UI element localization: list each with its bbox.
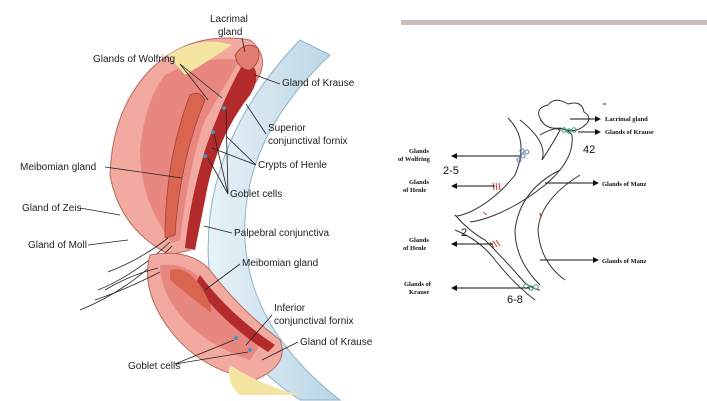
- krause-glands-top-marks: [561, 127, 577, 134]
- rlabel-glands-of-wolfring-line2: of Wolfring: [398, 156, 431, 163]
- label-crypts-of-henle: Crypts of Henle: [258, 160, 327, 171]
- schematic-diagram: [451, 99, 606, 301]
- label-inferior-fornix-line2: conjunctival fornix: [274, 316, 353, 327]
- header-bar: [401, 20, 707, 25]
- label-glands-of-wolfring: Glands of Wolfring: [93, 54, 175, 65]
- eyelid-illustration: [79, 37, 342, 401]
- count-krause-top: 42: [583, 144, 595, 156]
- label-superior-fornix-line1: Superior: [268, 123, 306, 134]
- manz-mark: [539, 212, 542, 219]
- rlabel-glands-of-henle-bottom-line2: of Henle: [403, 245, 426, 252]
- count-krause-bottom: 6-8: [507, 294, 523, 306]
- label-gland-of-zeis: Gland of Zeis: [22, 203, 81, 214]
- count-wolfring: 2-5: [443, 165, 459, 177]
- rlabel-glands-of-krause-top: Glands of Krause: [605, 129, 654, 136]
- label-meibomian-gland-top: Meibomian gland: [20, 162, 96, 173]
- label-lacrimal-gland-line1: Lacrimal: [210, 14, 248, 25]
- label-superior-fornix-line2: conjunctival fornix: [268, 136, 347, 147]
- count-henle-bottom: 2: [461, 227, 467, 239]
- rlabel-glands-of-wolfring-line1: Glands: [409, 148, 429, 155]
- rlabel-glands-of-krause-bottom-line1: Glands of: [404, 281, 432, 288]
- label-palpebral-conjunctiva: Palpebral conjunctiva: [234, 228, 329, 239]
- rlabel-glands-of-henle-top-line2: of Henle: [403, 187, 426, 194]
- rlabel-glands-of-henle-bottom-line1: Glands: [409, 237, 429, 244]
- label-meibomian-gland-bottom: Meibomian gland: [242, 258, 318, 269]
- label-goblet-cells-bottom: Goblet cells: [128, 361, 180, 372]
- label-lacrimal-gland-line2: gland: [218, 27, 242, 38]
- label-gland-of-krause-bottom: Gland of Krause: [300, 337, 373, 348]
- wolfring-glands-marks: [516, 148, 530, 163]
- rlabel-glands-of-henle-top-line1: Glands: [409, 179, 429, 186]
- henle-marks: [482, 182, 501, 249]
- right-labels: Lacrimal gland Glands of Krause Glands o…: [398, 116, 654, 306]
- label-gland-of-krause-top: Gland of Krause: [282, 78, 355, 89]
- rlabel-glands-of-manz-top: Glands of Manz: [602, 181, 647, 188]
- label-goblet-cells-top: Goblet cells: [230, 189, 282, 200]
- rlabel-glands-of-manz-bottom: Glands of Manz: [602, 258, 647, 265]
- rlabel-lacrimal-gland: Lacrimal gland: [605, 116, 648, 123]
- rlabel-glands-of-krause-bottom-line2: Krause: [409, 289, 429, 296]
- label-gland-of-moll: Gland of Moll: [28, 240, 87, 251]
- label-inferior-fornix-line1: Inferior: [274, 303, 306, 314]
- left-labels: Lacrimal gland Glands of Wolfring Gland …: [20, 14, 373, 372]
